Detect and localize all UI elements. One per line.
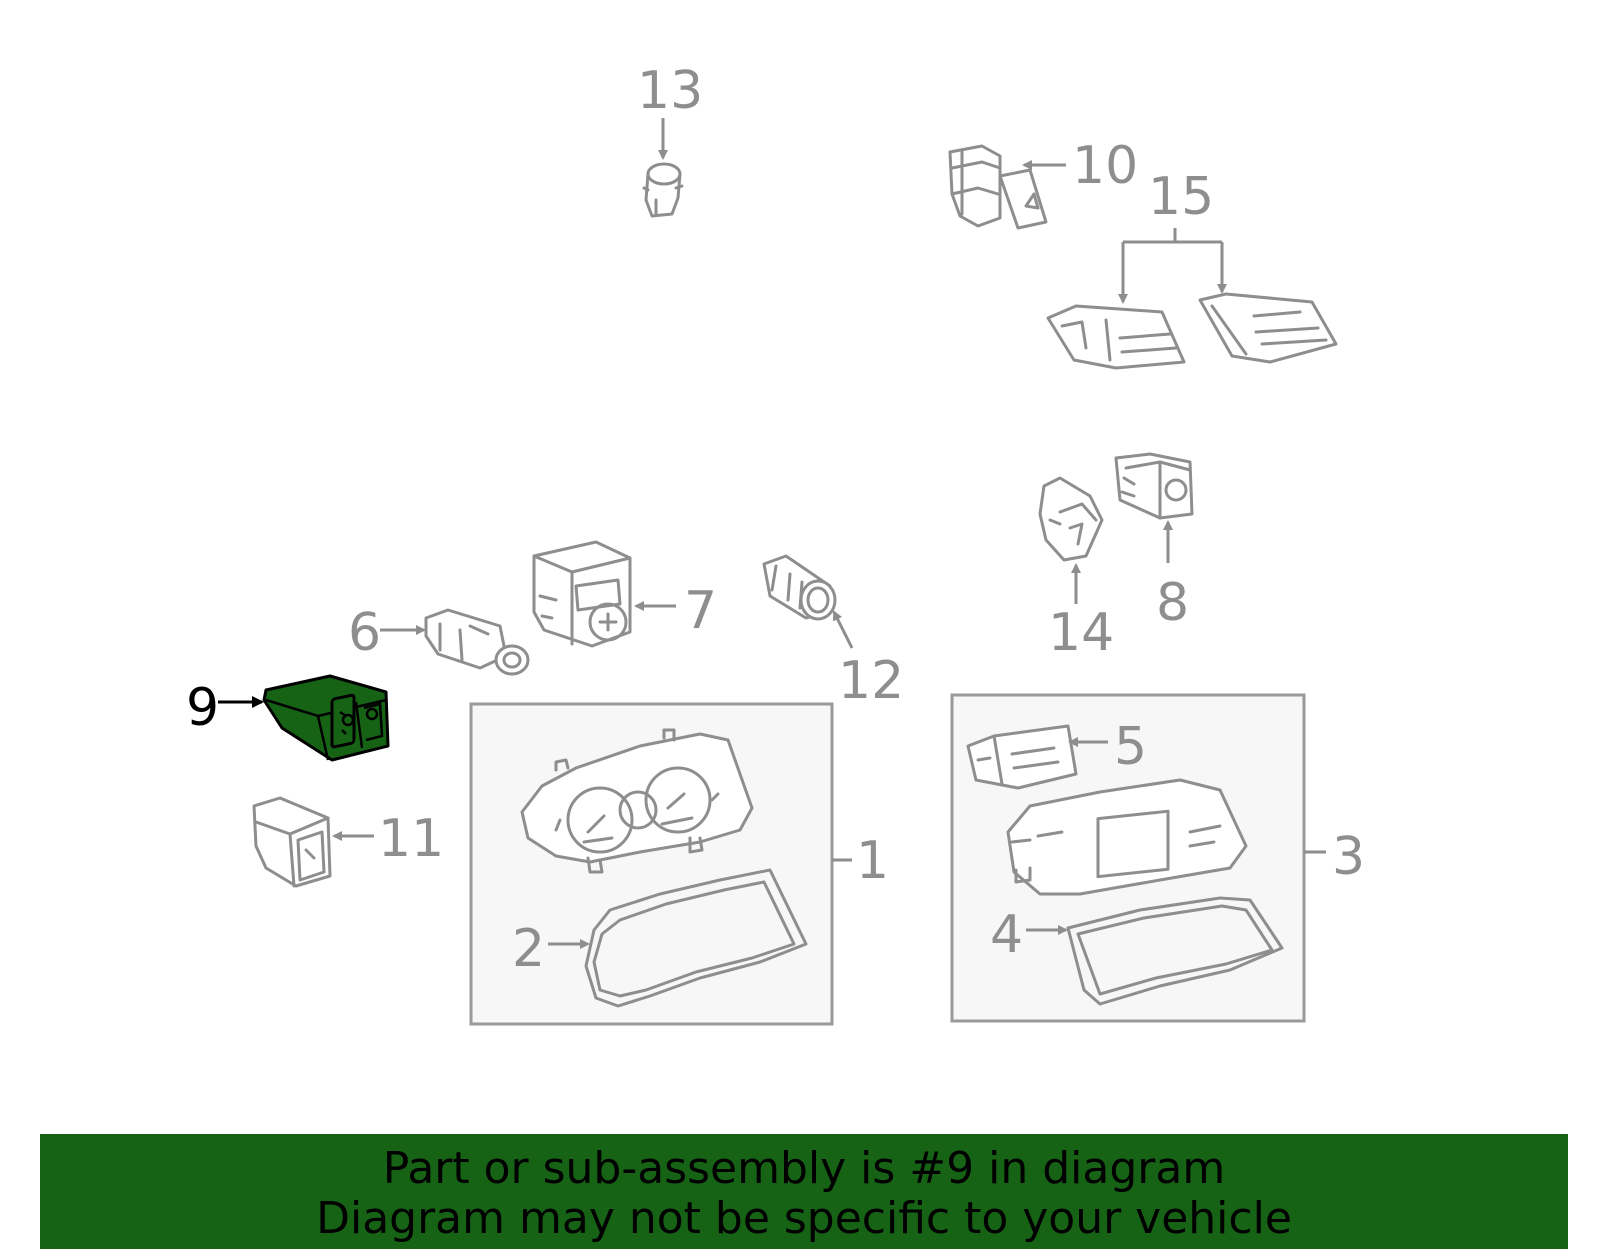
banner-line-part: Part or sub-assembly is #9 in diagram [382,1143,1226,1194]
callout-4[interactable]: 4 [990,905,1023,965]
part-9-switch-highlighted[interactable] [262,674,390,762]
part-7-switch-assembly[interactable] [532,540,632,648]
callout-15[interactable]: 15 [1148,167,1214,227]
callout-5[interactable]: 5 [1114,717,1147,777]
callout-14[interactable]: 14 [1048,603,1114,663]
callout-3[interactable]: 3 [1332,827,1365,887]
callout-9[interactable]: 9 [186,678,219,738]
part-6-knob-switch[interactable] [424,608,530,676]
part-1-instrument-cluster[interactable] [520,728,754,874]
callout-7[interactable]: 7 [684,581,717,641]
leader-12 [832,610,854,649]
callout-12[interactable]: 12 [838,651,904,711]
banner-line-disclaimer: Diagram may not be specific to your vehi… [316,1193,1292,1244]
part-12-socket[interactable] [762,554,837,621]
callout-8[interactable]: 8 [1156,573,1189,633]
part-3-display-cluster[interactable] [1006,778,1248,896]
callout-6[interactable]: 6 [348,603,381,663]
part-4-lens[interactable] [1066,896,1284,1006]
part-11-switch[interactable] [252,796,332,888]
part-15-vent-right[interactable] [1198,292,1338,364]
leader-15 [1123,228,1222,244]
part-5-module[interactable] [966,724,1078,790]
part-8-switch[interactable] [1114,452,1194,520]
callout-2[interactable]: 2 [512,919,545,979]
part-10-hazard-switch[interactable] [948,144,1048,230]
part-2-lens[interactable] [584,868,808,1008]
callout-1[interactable]: 1 [856,831,889,891]
callout-10[interactable]: 10 [1072,136,1138,196]
part-14-switch[interactable] [1038,476,1104,562]
part-15-vent-left[interactable] [1046,304,1186,370]
callout-11[interactable]: 11 [378,809,444,869]
callout-13[interactable]: 13 [637,61,703,121]
part-info-banner: Part or sub-assembly is #9 in diagram Di… [40,1134,1568,1249]
part-13-clip[interactable] [642,162,684,218]
